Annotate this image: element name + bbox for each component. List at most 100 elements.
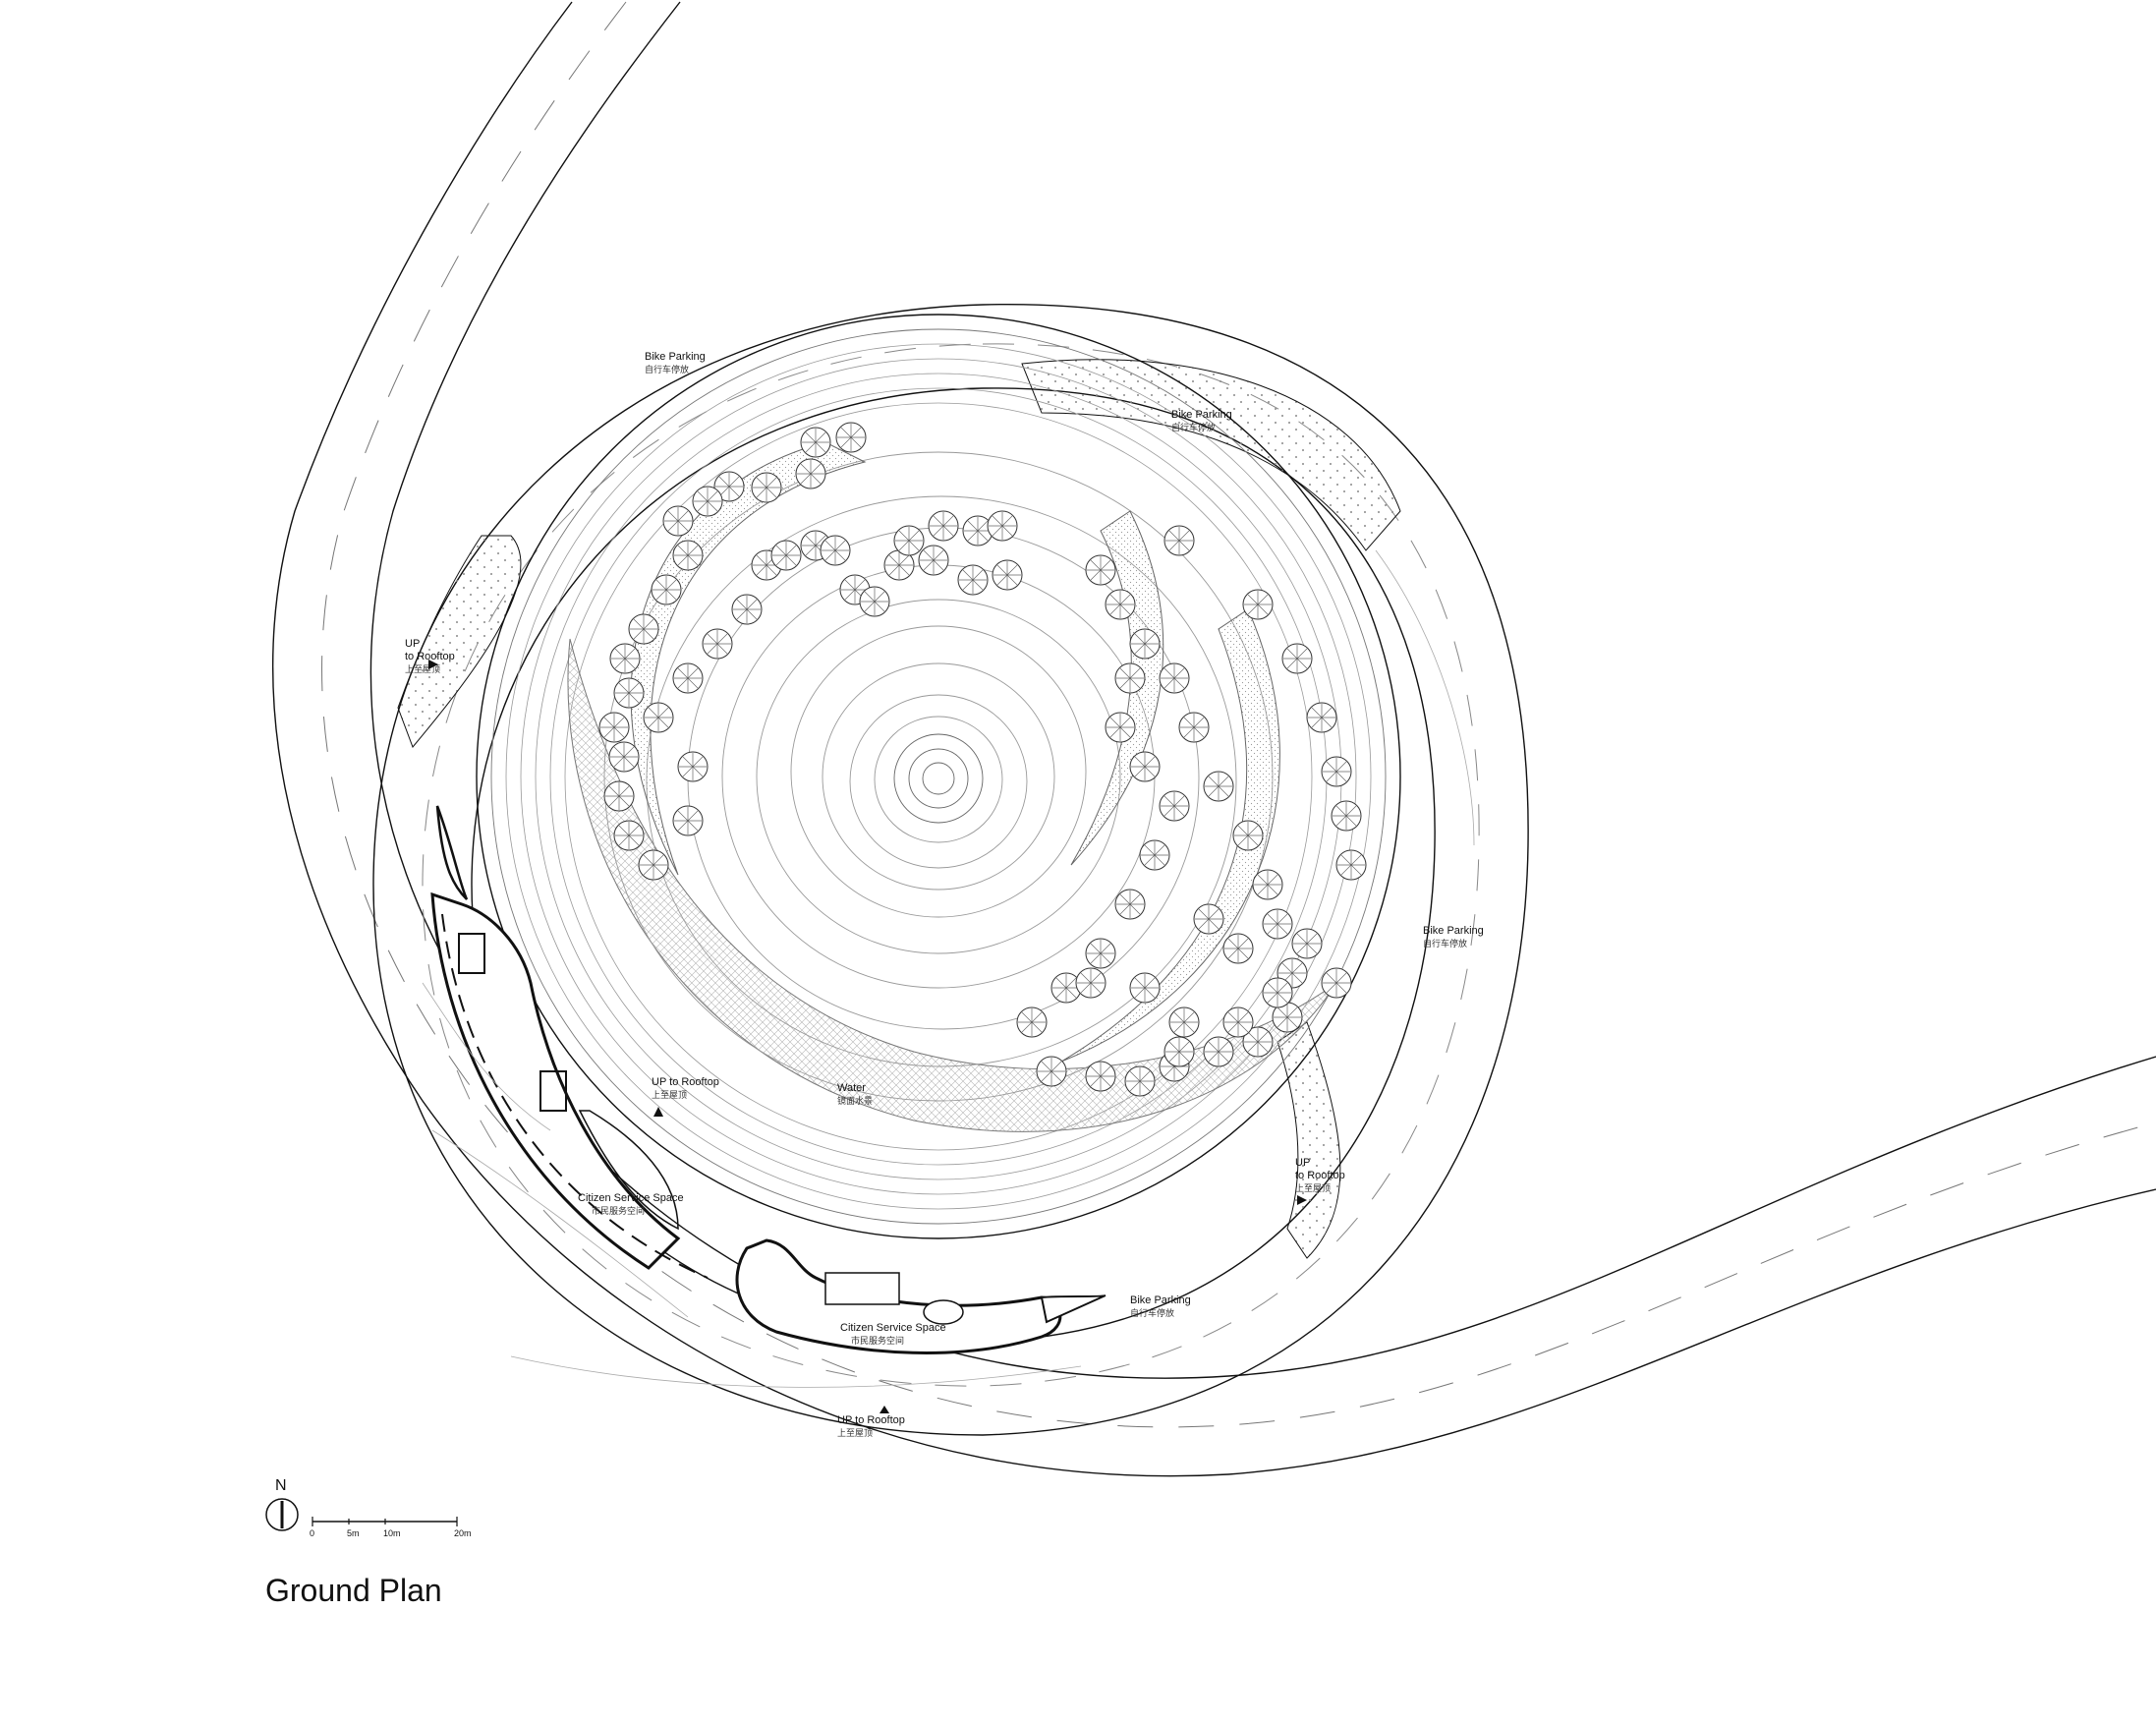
road-network [272,1,2156,1477]
scale-20m: 20m [454,1528,472,1538]
tree-symbol [672,805,704,836]
tree-symbol [859,586,890,617]
tree-symbol [603,780,635,812]
tree-symbol [1075,967,1106,999]
label-citizen-service-1-cn: 市民服务空间 [592,1205,645,1217]
tree-symbol [800,427,831,458]
scale-10m: 10m [383,1528,401,1538]
tree-symbol [651,574,682,605]
north-arrow: N [265,1477,299,1531]
label-bike-parking-n: Bike Parking [1171,409,1232,421]
tree-symbol [1159,790,1190,822]
tree-symbol [598,712,630,743]
tree-symbol [677,751,709,782]
label-up-rooftop-w-2: to Rooftop [405,651,455,662]
tree-symbol [1129,972,1161,1004]
annotations: Bike Parking 自行车停放 Bike Parking 自行车停放 Bi… [405,351,1484,1439]
tree-symbol [638,849,669,881]
label-bike-parking-s-cn: 自行车停放 [1130,1307,1174,1319]
tree-symbol [987,510,1018,542]
tree-symbol [1252,869,1283,900]
tree-symbol [1105,589,1136,620]
tree-symbol [1129,751,1161,782]
label-up-rooftop-e-2: to Rooftop [1295,1170,1345,1181]
label-water-cn: 镜面水景 [837,1095,873,1107]
label-citizen-service-2-cn: 市民服务空间 [851,1335,904,1347]
tree-symbol [609,643,641,674]
label-up-rooftop-e-1: UP [1295,1157,1310,1169]
tree-symbol [893,525,925,556]
tree-symbol [1291,928,1323,959]
tree-symbol [1281,643,1313,674]
tree-symbol [672,662,704,694]
tree-symbol [1085,938,1116,969]
tree-symbol [702,628,733,660]
tree-symbol [692,486,723,517]
label-bike-parking-e-cn: 自行车停放 [1423,938,1467,949]
tree-symbol [662,505,694,537]
label-up-rooftop-w-1: UP [405,638,420,650]
tree-symbol [1321,756,1352,787]
tree-symbol [628,613,659,645]
label-up-rooftop-s-cn: 上至屋顶 [837,1428,873,1439]
tree-symbol [1178,712,1210,743]
tree-symbol [1105,712,1136,743]
scale-0: 0 [310,1528,314,1538]
tree-symbol [1321,967,1352,999]
tree-symbol [820,535,851,566]
tree-symbol [1163,525,1195,556]
tree-symbol [1306,702,1337,733]
tree-symbol [1036,1056,1067,1087]
tree-symbol [918,545,949,576]
citizen-service-building-south [735,1238,1106,1354]
spiral-plaza [476,314,1401,1239]
tree-symbol [613,820,645,851]
tree-symbol [1085,1061,1116,1092]
tree-symbol [1016,1006,1048,1038]
tree-symbol [1124,1065,1156,1097]
tree-symbol [731,594,763,625]
tree-symbol [1232,820,1264,851]
tree-symbol [1203,771,1234,802]
tree-symbol [1222,933,1254,964]
label-bike-parking-nw: Bike Parking [645,351,706,363]
landscape-bands [397,359,1401,1259]
tree-symbol [1203,1036,1234,1067]
label-up-rooftop-w-cn: 上至屋顶 [405,664,440,675]
label-up-rooftop-s: UP to Rooftop [837,1414,905,1426]
tree-symbol [835,422,867,453]
up-arrow-c-icon [653,1107,663,1117]
tree-symbol [1193,903,1224,935]
tree-symbol [643,702,674,733]
citizen-service-building-west [430,805,709,1279]
tree-symbol [1262,977,1293,1008]
up-arrow-e-icon [1297,1195,1307,1205]
tree-symbol [1139,839,1170,871]
label-citizen-service-1: Citizen Service Space [578,1192,684,1204]
tree-symbol [1085,554,1116,586]
tree-symbol [928,510,959,542]
scale-5m: 5m [347,1528,360,1538]
scale-bar: 0 5m 10m 20m [310,1517,472,1538]
tree-symbol [1168,1006,1200,1038]
tree-symbol [1114,889,1146,920]
label-citizen-service-2: Citizen Service Space [840,1322,946,1334]
tree-symbol [1242,589,1274,620]
tree-symbol [1262,908,1293,940]
plan-title: Ground Plan [265,1573,442,1608]
tree-symbol [1129,628,1161,660]
label-up-rooftop-c-cn: 上至屋顶 [652,1090,687,1101]
label-bike-parking-e: Bike Parking [1423,925,1484,937]
up-arrow-w-icon [428,660,438,669]
label-bike-parking-s: Bike Parking [1130,1294,1191,1306]
label-bike-parking-n-cn: 自行车停放 [1171,422,1216,433]
tree-symbol [613,677,645,709]
north-label: N [275,1477,287,1494]
site-paths [422,549,1475,1388]
tree-symbol [957,564,989,596]
tree-symbol [1335,849,1367,881]
tree-symbol [1331,800,1362,832]
tree-symbol [608,741,640,773]
